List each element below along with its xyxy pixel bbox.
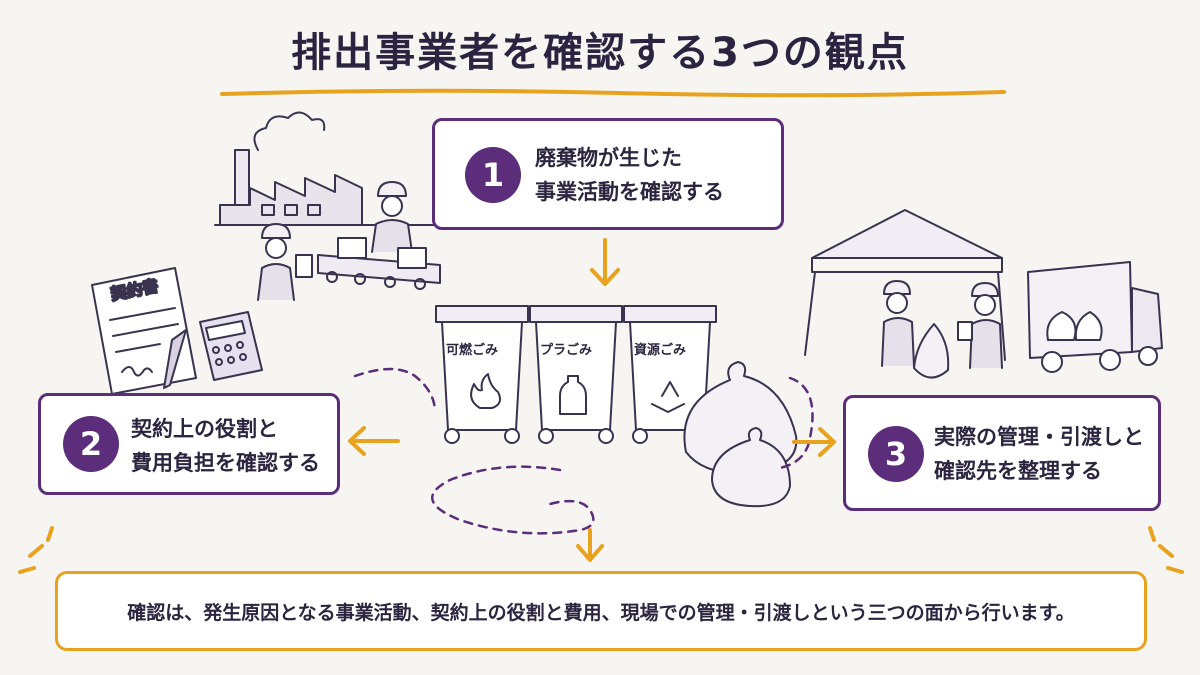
bin-burnable-icon bbox=[435, 305, 529, 444]
step-3-text: 実際の管理・引渡しと 確認先を整理する bbox=[934, 420, 1144, 488]
title-underline bbox=[220, 88, 1006, 98]
step-3-number: 3 bbox=[868, 426, 924, 482]
calculator-icon bbox=[199, 311, 263, 381]
bin-label-plastic: プラごみ bbox=[540, 342, 592, 358]
garbage-bag-small-icon bbox=[711, 427, 791, 508]
worker-inspecting-icon bbox=[957, 282, 1003, 369]
step-1-number: 1 bbox=[465, 147, 521, 203]
step-1-text: 廃棄物が生じた 事業活動を確認する bbox=[535, 141, 724, 209]
contract-document-icon bbox=[91, 267, 197, 395]
accent-marks-left bbox=[18, 526, 54, 574]
step-3-line-1: 実際の管理・引渡しと bbox=[934, 425, 1144, 449]
step-2-box: 2 契約上の役割と 費用負担を確認する bbox=[38, 393, 340, 495]
flow-path-left bbox=[353, 367, 437, 414]
truck-icon bbox=[1027, 261, 1163, 373]
bin-plastic-icon bbox=[529, 305, 623, 444]
arrow-right-to-step3 bbox=[792, 427, 836, 457]
arrow-down-to-summary bbox=[576, 528, 604, 562]
arrow-down-from-step1 bbox=[590, 238, 620, 286]
step-2-number: 2 bbox=[63, 416, 119, 472]
step-1-line-2: 事業活動を確認する bbox=[535, 180, 724, 204]
arrow-left-to-step2 bbox=[348, 426, 400, 456]
step-1-box: 1 廃棄物が生じた 事業活動を確認する bbox=[432, 118, 784, 230]
step-3-line-2: 確認先を整理する bbox=[934, 459, 1102, 483]
step-2-line-2: 費用負担を確認する bbox=[131, 451, 320, 475]
bin-resource-icon bbox=[623, 305, 717, 444]
step-2-line-1: 契約上の役割と bbox=[131, 417, 278, 441]
page-title: 排出事業者を確認する3つの観点 bbox=[291, 30, 909, 76]
step-1-line-1: 廃棄物が生じた bbox=[535, 146, 682, 170]
flow-path-right bbox=[778, 376, 814, 470]
worker-packing-icon bbox=[371, 181, 413, 253]
summary-text: 確認は、発生原因となる事業活動、契約上の役割と費用、現場での管理・引渡しという三… bbox=[127, 601, 1075, 624]
accent-marks-right bbox=[1148, 526, 1184, 574]
tent-icon bbox=[804, 209, 1006, 361]
worker-with-clipboard-icon bbox=[257, 223, 313, 301]
flow-path-bottom bbox=[431, 465, 595, 535]
bin-label-burnable: 可燃ごみ bbox=[446, 342, 498, 358]
bin-label-resource: 資源ごみ bbox=[634, 342, 686, 358]
step-2-text: 契約上の役割と 費用負担を確認する bbox=[131, 412, 320, 480]
conveyor-belt-icon bbox=[317, 237, 441, 290]
step-3-box: 3 実際の管理・引渡しと 確認先を整理する bbox=[843, 395, 1161, 511]
worker-carrying-bag-icon bbox=[881, 280, 950, 379]
summary-box: 確認は、発生原因となる事業活動、契約上の役割と費用、現場での管理・引渡しという三… bbox=[55, 571, 1147, 651]
factory-icon bbox=[214, 111, 446, 226]
